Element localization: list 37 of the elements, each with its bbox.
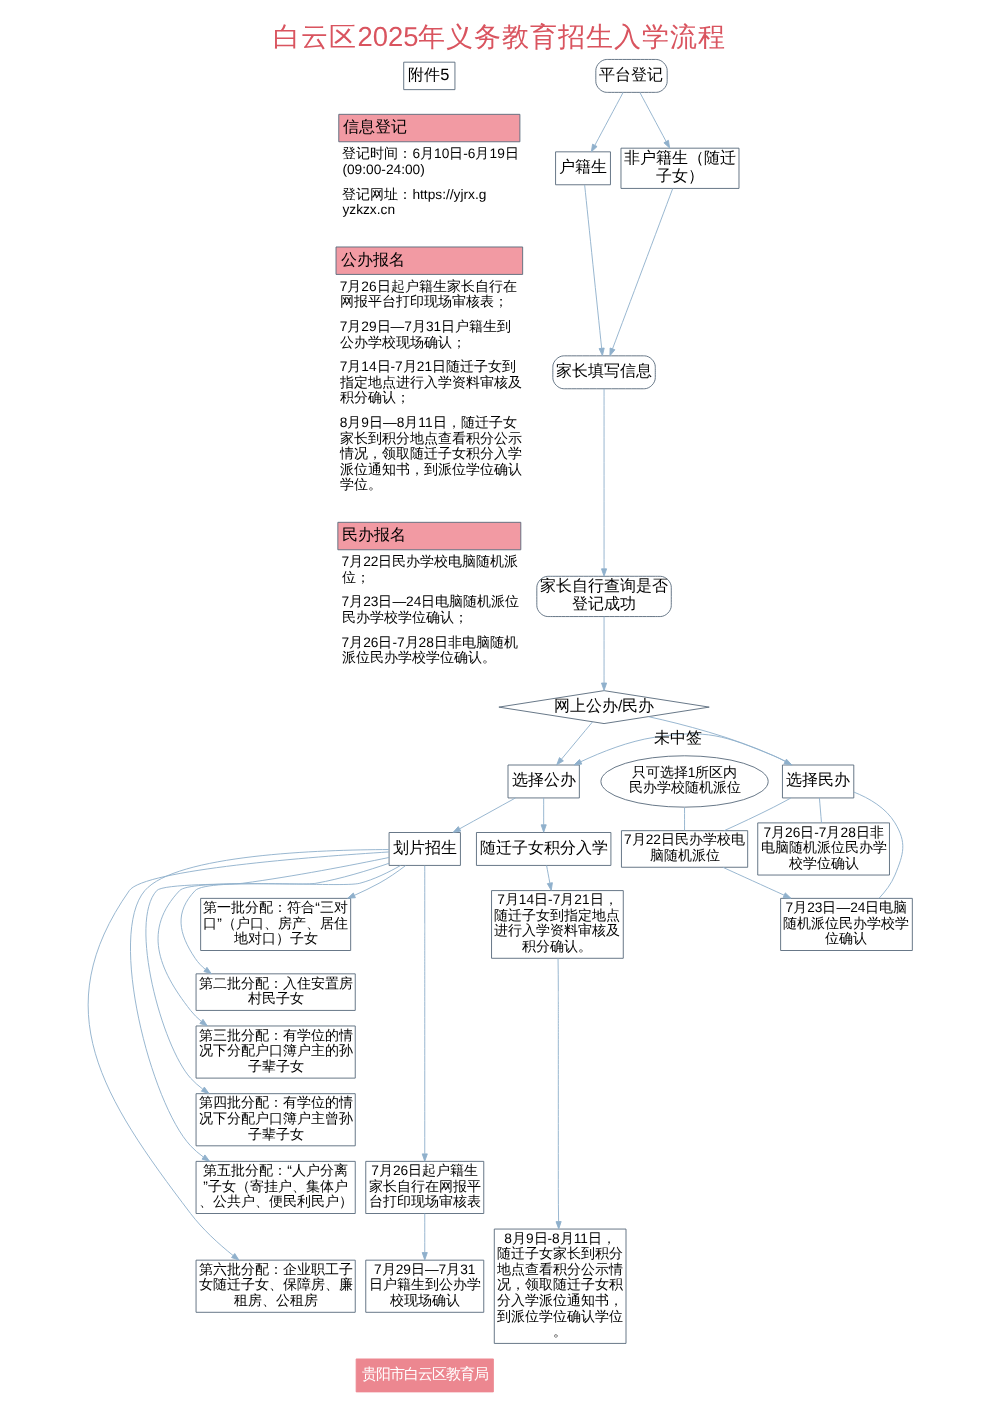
arrow — [556, 721, 593, 766]
node-box: 划片招生 — [388, 832, 461, 866]
arrow — [609, 188, 674, 357]
diagram-title: 白云区2025年义务教育招生入学流程 — [273, 21, 727, 52]
arrow — [601, 616, 608, 691]
arrow — [722, 866, 792, 899]
arrow — [347, 865, 406, 899]
connector — [818, 797, 822, 824]
connector — [723, 797, 792, 832]
arrow — [157, 862, 390, 1027]
arrow — [540, 797, 547, 833]
arrow — [584, 184, 605, 357]
arrow — [601, 388, 608, 577]
node-box: 平台登记 — [595, 59, 668, 93]
node-box: 随迁子女积分入学 — [476, 832, 612, 866]
node-box: 选择民办 — [782, 764, 855, 799]
arrow — [555, 958, 562, 1230]
arrow — [452, 797, 516, 833]
arrow — [130, 849, 390, 1162]
node-box: 选择公办 — [507, 764, 580, 799]
arrow — [590, 92, 624, 153]
node-box: 家长自行查询是否登记成功 — [536, 575, 672, 617]
node-diamond: 网上公办/民办 — [498, 690, 710, 725]
arrow — [180, 865, 401, 975]
node-box: 家长填写信息 — [552, 355, 656, 390]
node-box: 户籍生 — [555, 151, 611, 186]
arrow — [145, 857, 390, 1094]
arrow — [87, 851, 390, 1261]
arrow — [421, 1213, 428, 1261]
arrow — [546, 865, 553, 891]
caption: 贵阳市白云区教育局 — [361, 1364, 488, 1383]
arrow — [639, 92, 671, 149]
connector — [684, 807, 685, 831]
node-box: 非户籍生（随迁子女） — [620, 147, 740, 189]
edge-label: 未中签 — [654, 729, 703, 748]
connector — [853, 791, 904, 899]
arrow — [421, 865, 428, 1162]
